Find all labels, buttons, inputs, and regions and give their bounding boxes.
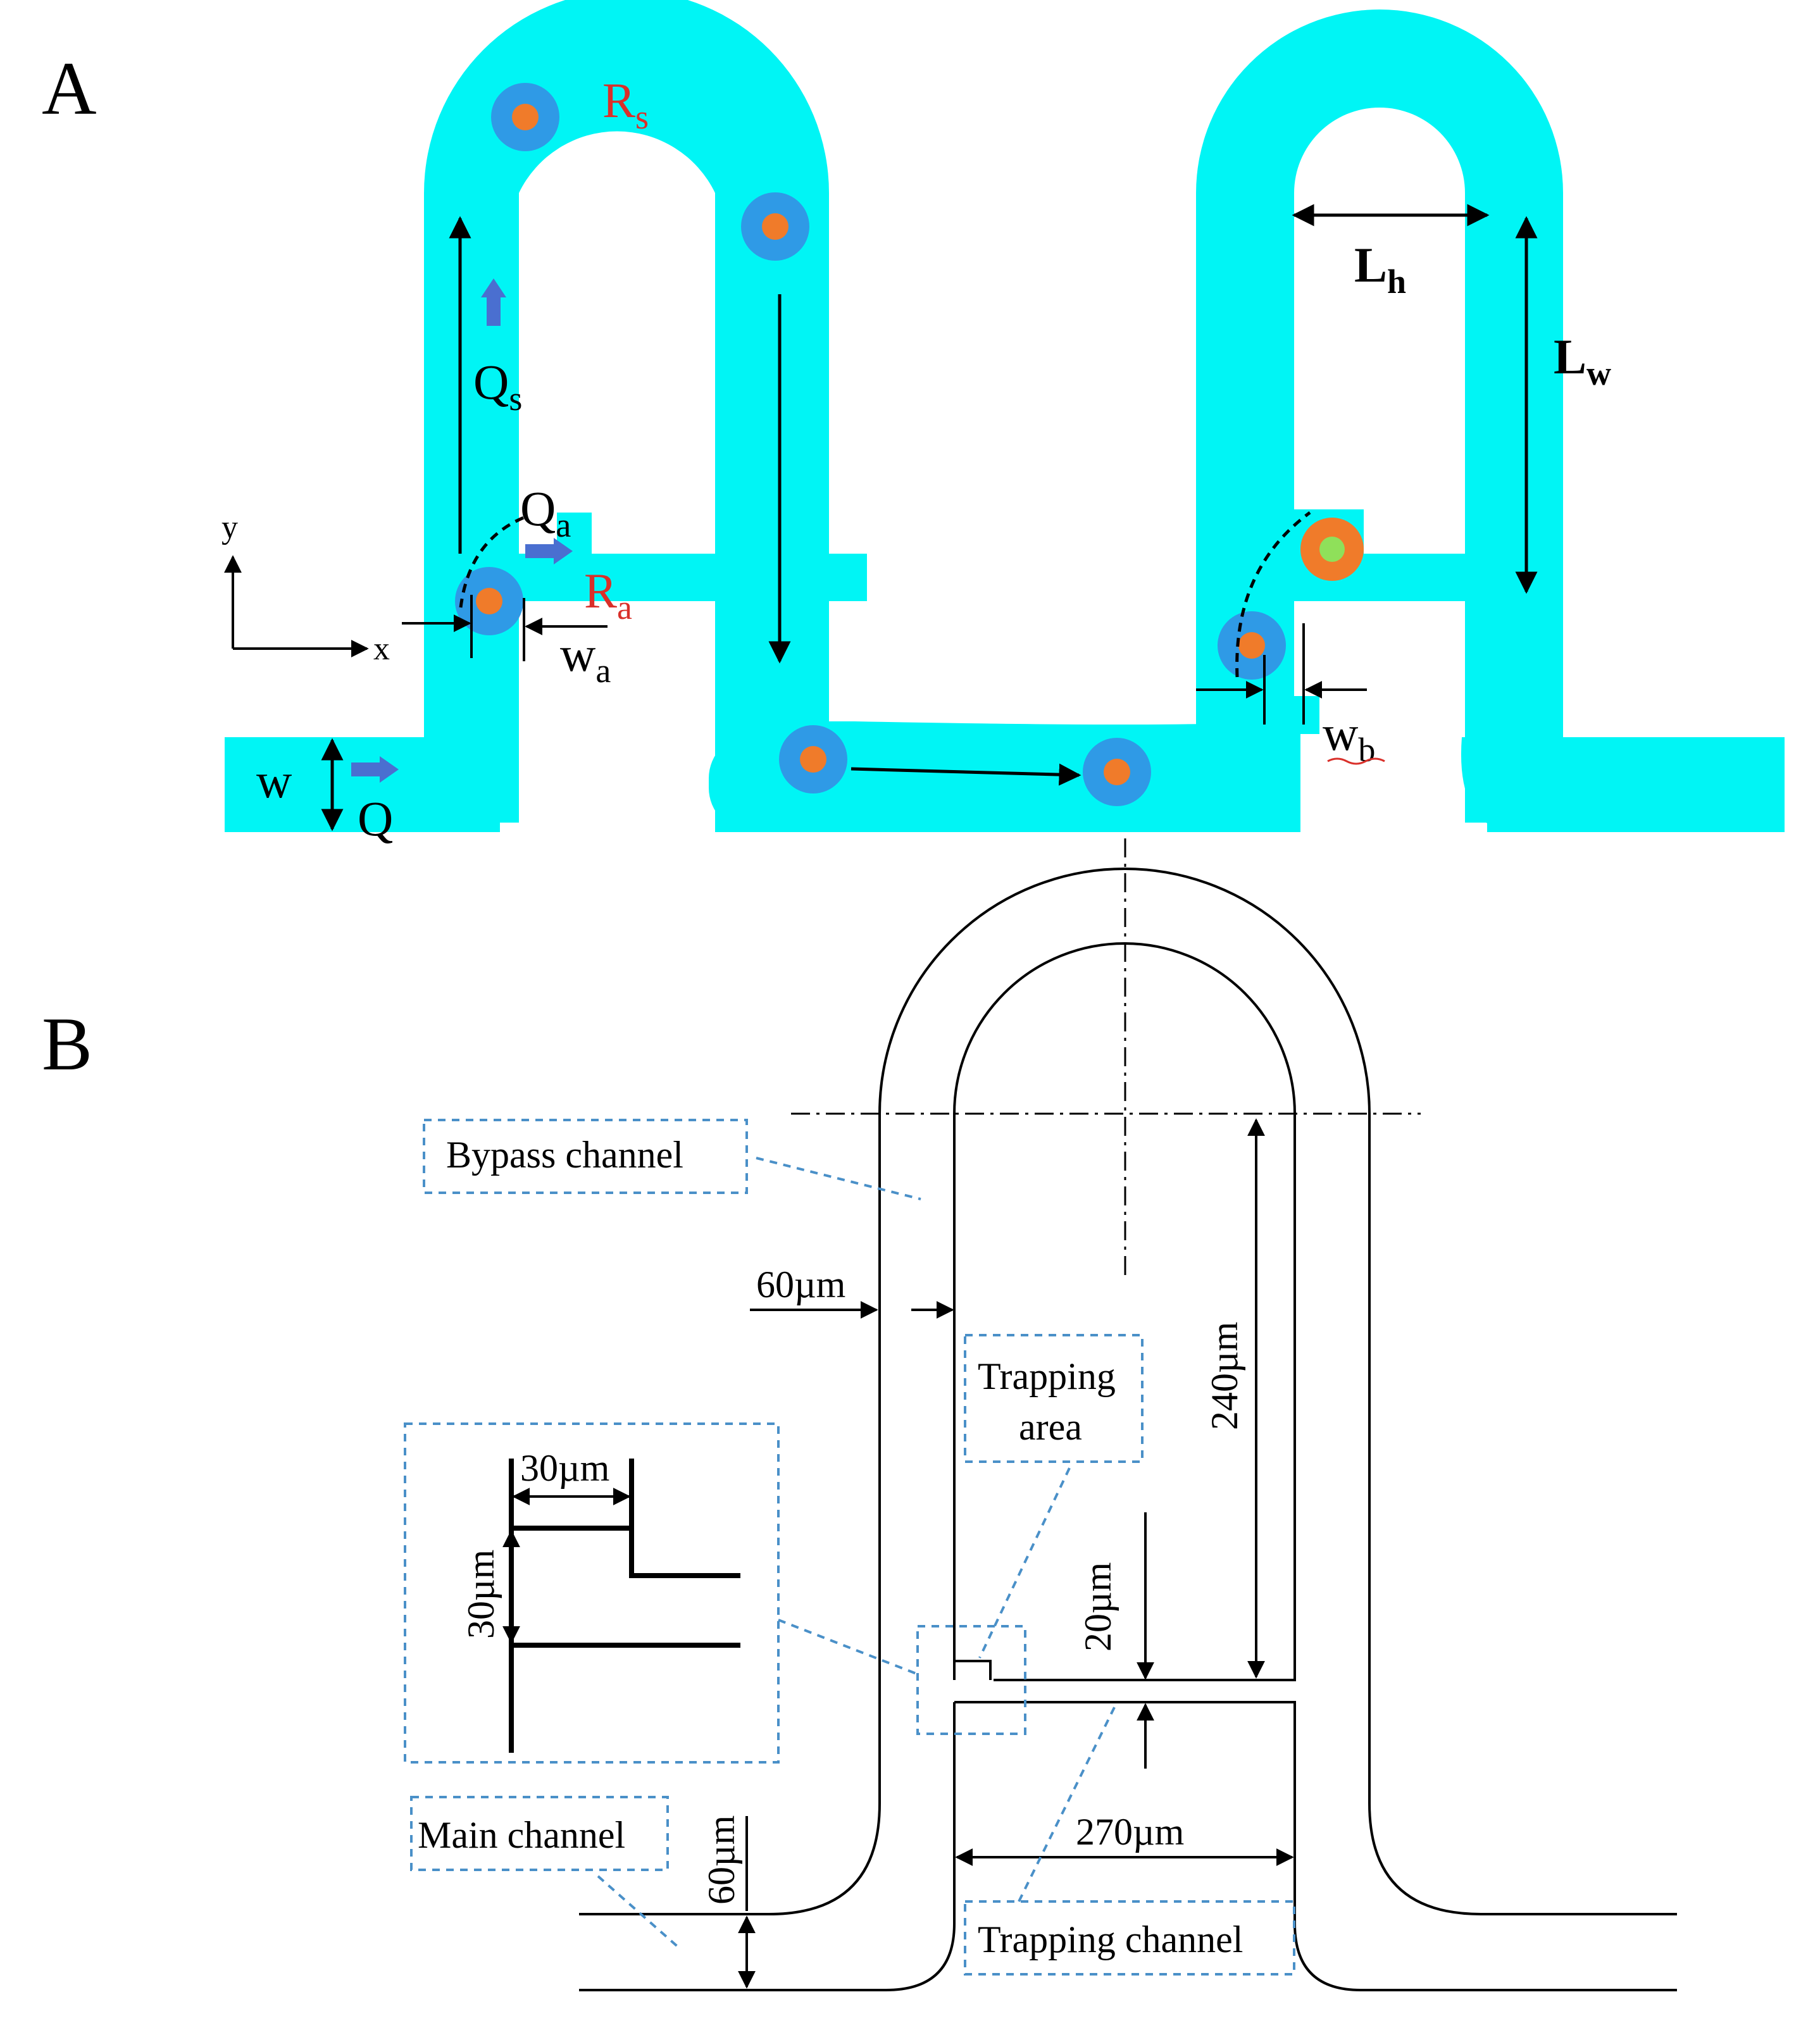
bypass-width-dimension: 60µm	[750, 1264, 954, 1319]
panel-b-letter: B	[42, 1002, 92, 1086]
bypass-channel-text: Bypass channel	[446, 1134, 683, 1176]
panel-a-letter: A	[42, 46, 97, 130]
wb-dimension	[1196, 623, 1367, 725]
zoom-leader-line	[778, 1619, 917, 1675]
label-qa: Qa	[520, 481, 571, 544]
main-width-dimension: 60µm	[701, 1815, 756, 1989]
main-channel-text: Main channel	[418, 1814, 625, 1856]
trap-inset: 30µm 30µm	[404, 1422, 780, 1764]
particle	[491, 83, 559, 151]
particle	[741, 192, 809, 261]
flow-arrow-up	[481, 278, 506, 326]
trapping-channel-callout: Trapping channel	[964, 1702, 1295, 1976]
inset-height-label: 30µm	[460, 1550, 502, 1639]
flow-arrow-right	[525, 538, 573, 564]
main-channel-callout: Main channel	[410, 1796, 682, 1950]
wb-underline	[1327, 757, 1385, 765]
trap-length-dimension: 270µm	[955, 1811, 1294, 1866]
bypass-width-label: 60µm	[756, 1264, 845, 1305]
axis-x-label: x	[373, 631, 390, 667]
panel-a: A	[42, 0, 1785, 846]
trap-zoom-box	[916, 1625, 1026, 1735]
panel-b: B 60µm 240µm 20µm 270µm	[42, 868, 1677, 1991]
trap-notch	[954, 1660, 992, 1680]
trapping-area-text-2: area	[1019, 1406, 1082, 1448]
inset-width-label: 30µm	[520, 1447, 609, 1489]
height-dimension: 240µm	[1204, 1118, 1265, 1679]
particle-path-dashed	[1235, 511, 1311, 678]
label-wb: wb	[1323, 706, 1375, 769]
particle-path-dashed	[459, 514, 529, 608]
trapping-channel-text: Trapping channel	[978, 1919, 1243, 1960]
label-wa: wa	[560, 626, 611, 690]
trapping-area-text-1: Trapping	[978, 1355, 1116, 1397]
height-label: 240µm	[1204, 1322, 1245, 1430]
trapping-area-callout: Trapping area	[964, 1334, 1144, 1658]
inner-bypass-wall	[953, 942, 1296, 1681]
flow-arrow-right	[351, 756, 399, 783]
bottom-stream-arrow	[851, 763, 1081, 786]
trap-length-label: 270µm	[1076, 1811, 1184, 1853]
particle	[779, 725, 847, 793]
label-ra: Ra	[584, 563, 632, 626]
trap-width-dimension: 20µm	[1077, 1512, 1154, 1769]
outer-bypass-wall	[878, 868, 1677, 1915]
wa-dimension	[402, 595, 608, 661]
label-qs: Qs	[473, 354, 522, 418]
main-channel-lower	[579, 1702, 956, 1991]
particle	[1218, 611, 1286, 680]
axis-y-label: y	[221, 509, 238, 545]
main-width-label: 60µm	[701, 1815, 742, 1905]
label-q: Q	[358, 791, 393, 846]
label-w: w	[256, 753, 292, 808]
particle	[1083, 738, 1151, 806]
coordinate-axes: y x	[221, 509, 390, 667]
label-lw: Lw	[1554, 329, 1611, 392]
trapped-particle	[1300, 518, 1364, 581]
main-channel-upper-left	[579, 1803, 881, 1915]
bypass-channel-callout: Bypass channel	[423, 1119, 921, 1200]
particle	[455, 567, 523, 635]
trap-width-label: 20µm	[1077, 1562, 1119, 1652]
label-lh: Lh	[1354, 237, 1406, 301]
label-rs: Rs	[602, 73, 649, 136]
